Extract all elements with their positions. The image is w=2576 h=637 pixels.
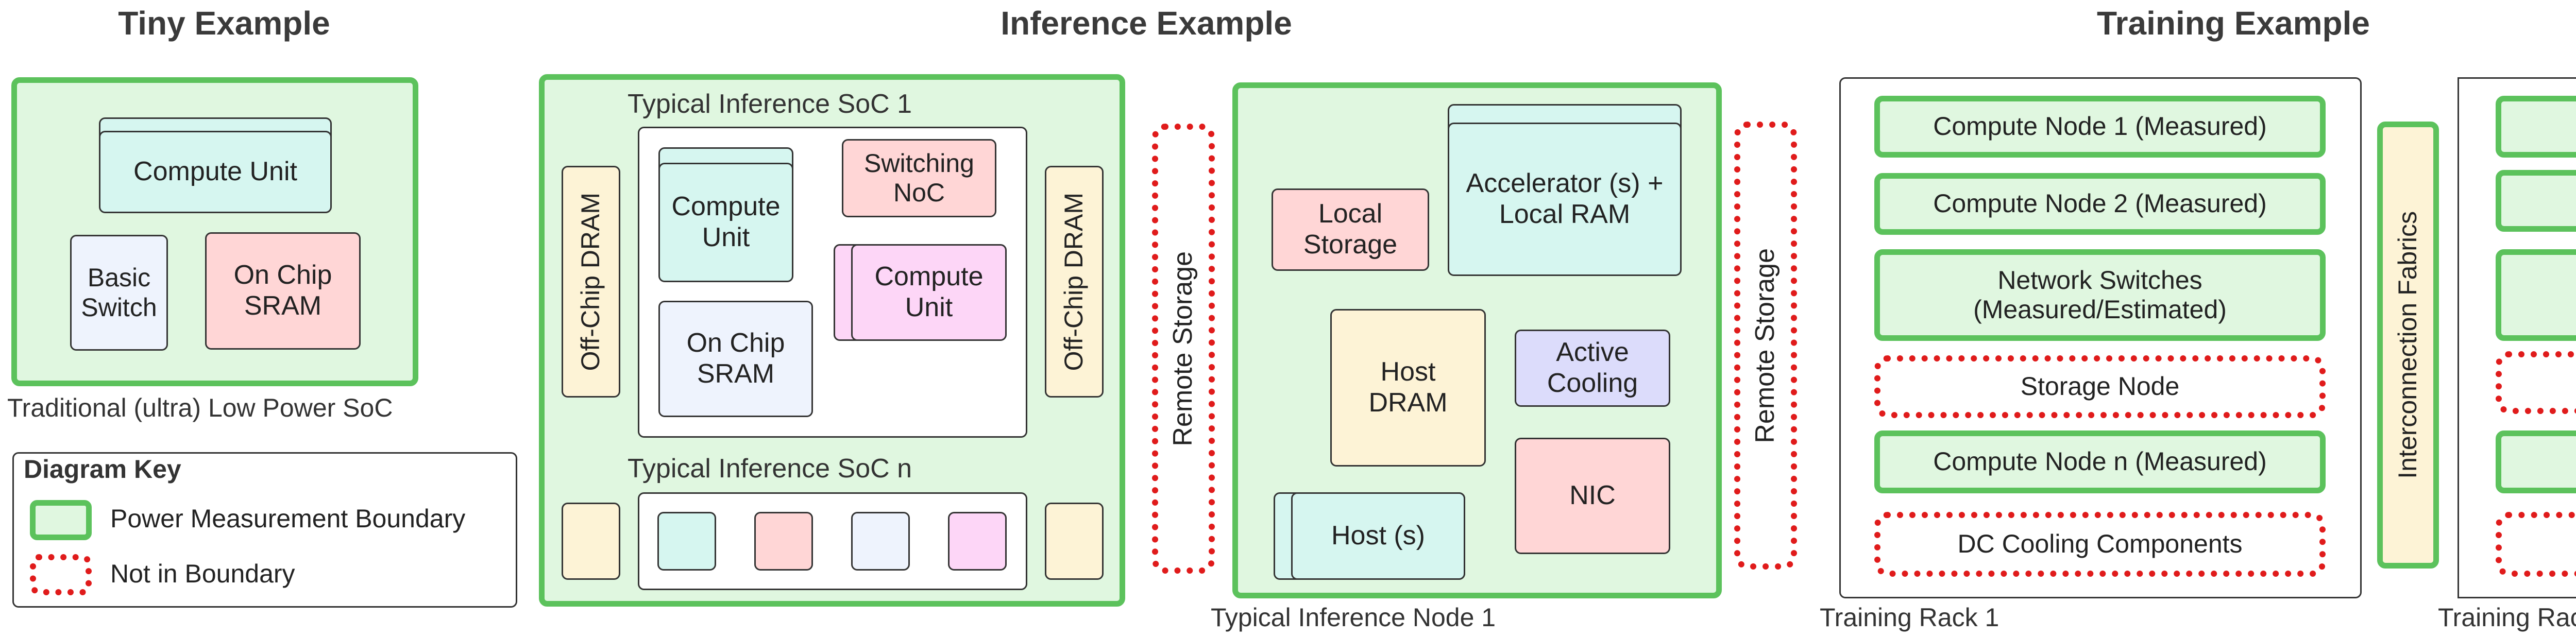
rackn-compute-node-1: [2496, 96, 2576, 158]
rack1-compute-node-2: Compute Node 2 (Measured): [1874, 173, 2326, 235]
rackn-dc-cooling: [2496, 512, 2576, 577]
rack1-compute-node-n: Compute Node n (Measured): [1874, 431, 2326, 493]
remote-storage-2: Remote Storage: [1734, 122, 1797, 570]
node-local-storage: Local Storage: [1272, 188, 1429, 271]
soc1-dram-right: Off-Chip DRAM: [1045, 166, 1104, 398]
socn-dram-left: [562, 503, 620, 580]
rackn-compute-node-2: [2496, 170, 2576, 232]
soc1-compute-unit-b: Compute Unit: [851, 244, 1007, 341]
tiny-caption: Traditional (ultra) Low Power SoC: [7, 393, 393, 422]
socn-compute-unit-b: [948, 512, 1007, 571]
title-tiny: Tiny Example: [118, 5, 330, 42]
node-host: Host (s): [1291, 492, 1465, 580]
key-not-boundary-label: Not in Boundary: [110, 559, 295, 588]
title-training: Training Example: [2097, 5, 2370, 42]
remote-storage-1: Remote Storage: [1152, 124, 1215, 574]
socn-switch: [754, 512, 813, 571]
rack1-caption: Training Rack 1: [1820, 603, 1999, 632]
key-boundary-label: Power Measurement Boundary: [110, 504, 466, 533]
key-boundary-swatch: [30, 500, 92, 540]
tiny-basic-switch: Basic Switch: [70, 235, 168, 351]
rack1-network-switches: Network Switches (Measured/Estimated): [1874, 249, 2326, 341]
rack1-storage-node: Storage Node: [1874, 355, 2326, 418]
socn-title: Typical Inference SoC n: [628, 454, 912, 484]
node-caption: Typical Inference Node 1: [1211, 603, 1496, 632]
soc1-dram-left: Off-Chip DRAM: [562, 166, 620, 398]
node-nic: NIC: [1515, 438, 1670, 554]
node-host-dram: Host DRAM: [1330, 309, 1486, 467]
tiny-on-chip-sram: On Chip SRAM: [205, 232, 361, 350]
rackn-caption: Training Rack n: [2438, 603, 2576, 632]
title-inference: Inference Example: [1001, 5, 1292, 42]
rackn-compute-node-n: [2496, 431, 2576, 493]
diagram-key-title: Diagram Key: [24, 455, 181, 484]
tiny-compute-unit: Compute Unit: [99, 131, 332, 213]
soc1-title: Typical Inference SoC 1: [628, 89, 912, 119]
rack1-dc-cooling: DC Cooling Components: [1874, 512, 2326, 577]
rack1-compute-node-1: Compute Node 1 (Measured): [1874, 96, 2326, 158]
rackn-network-switches: [2496, 249, 2576, 341]
socn-compute-unit: [657, 512, 716, 571]
node-active-cooling: Active Cooling: [1515, 330, 1670, 407]
rackn-storage-node: [2496, 351, 2576, 414]
interconnection-fabrics: Interconnection Fabrics: [2377, 122, 2439, 569]
key-not-boundary-swatch: [30, 554, 92, 595]
soc1-switching-noc: Switching NoC: [842, 139, 996, 217]
diagram-key: [12, 452, 517, 608]
socn-dram-right: [1045, 503, 1104, 580]
soc1-compute-unit-a: Compute Unit: [658, 163, 793, 282]
soc1-on-chip-sram: On Chip SRAM: [658, 301, 813, 417]
node-accelerator: Accelerator (s) + Local RAM: [1448, 123, 1682, 276]
socn-sram: [851, 512, 910, 571]
